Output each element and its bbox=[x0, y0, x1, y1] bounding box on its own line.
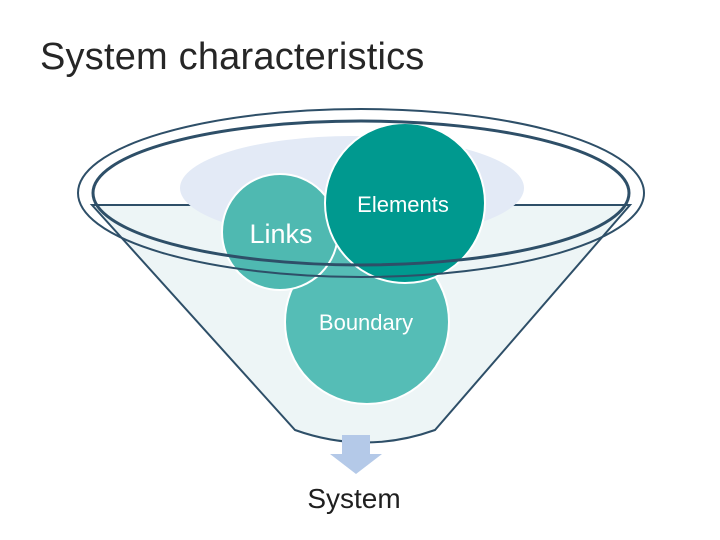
funnel-rim-inner bbox=[91, 119, 631, 267]
down-arrow-icon bbox=[330, 435, 382, 474]
links-label: Links bbox=[249, 219, 312, 249]
system-output-label: System bbox=[307, 483, 400, 514]
slide-title: System characteristics bbox=[40, 36, 425, 78]
boundary-label: Boundary bbox=[319, 310, 413, 335]
elements-label: Elements bbox=[357, 192, 449, 217]
funnel-rim-outer bbox=[77, 108, 645, 278]
